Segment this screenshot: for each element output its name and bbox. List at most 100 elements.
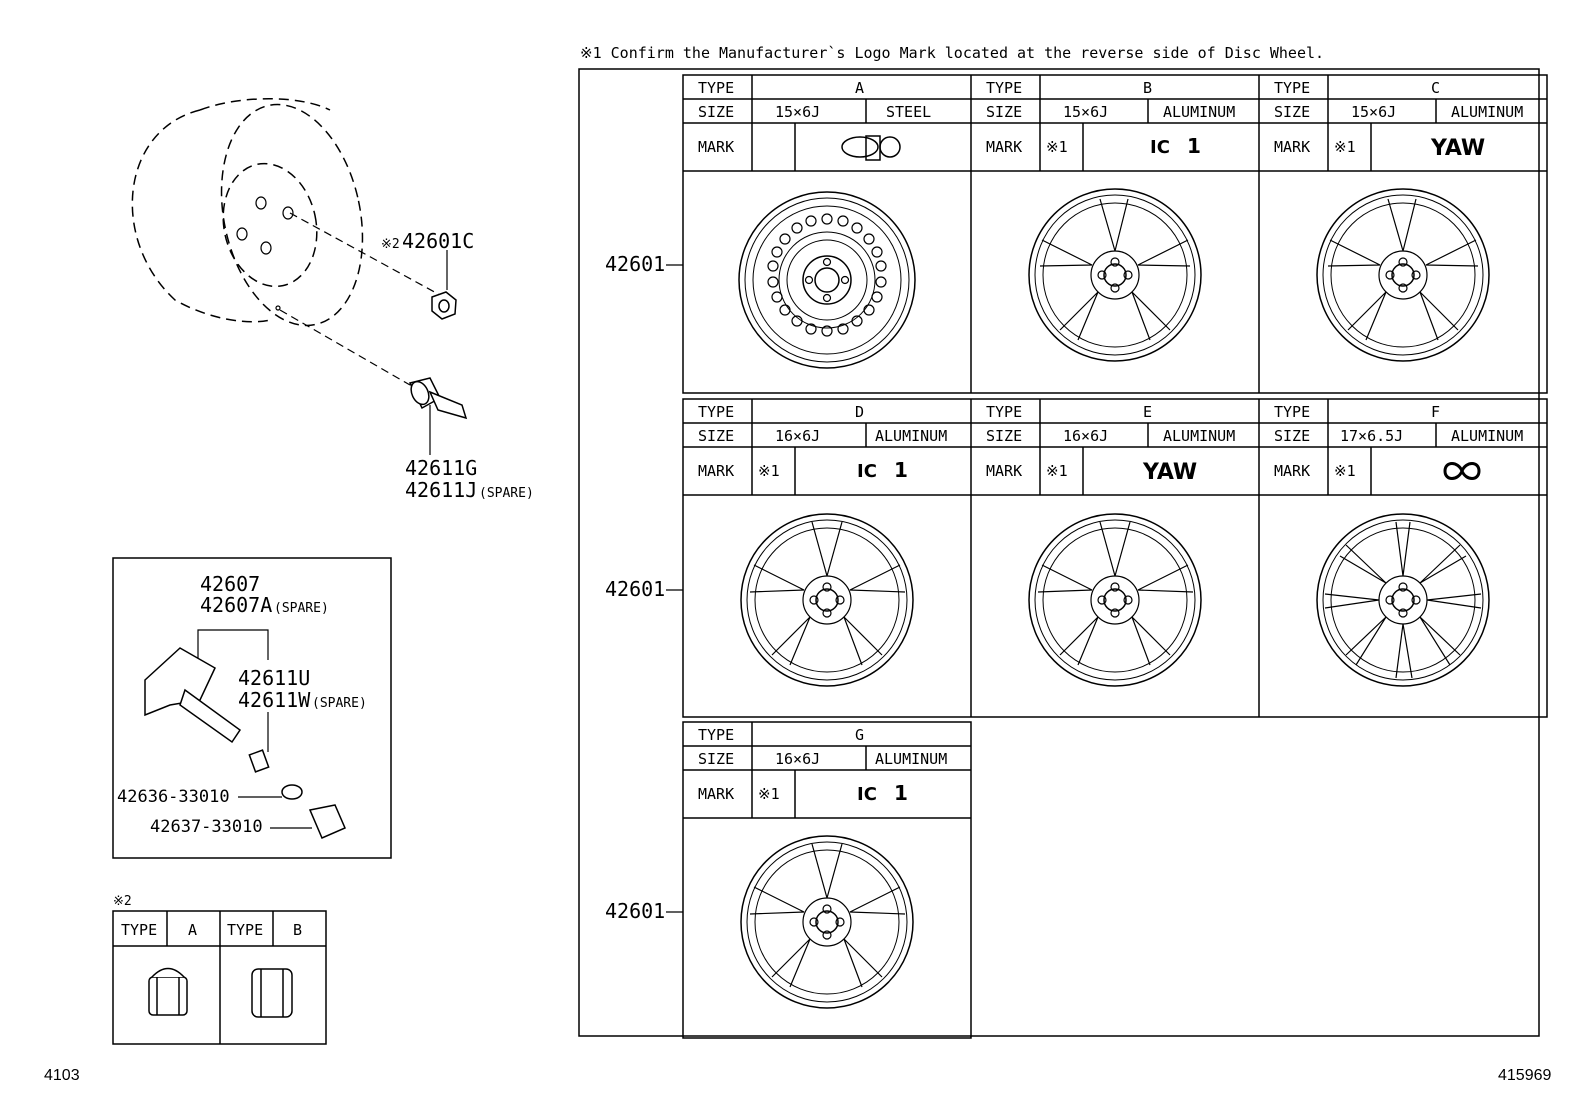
wheel-type-f: TYPE F SIZE 17×6.5J ALUMINUM MARK ※1 (1274, 403, 1523, 687)
svg-text:MARK: MARK (986, 462, 1022, 480)
svg-text:TYPE: TYPE (1274, 403, 1310, 421)
wheel-frame (578, 68, 1540, 1037)
nut-type-table (112, 910, 327, 1045)
type-c: C (1431, 79, 1440, 97)
valve-stem-drawing (408, 377, 468, 420)
yaw-mark: YAW (1430, 136, 1485, 161)
svg-text:15×6J: 15×6J (1063, 103, 1108, 121)
valve-leader (279, 309, 411, 386)
svg-text:SIZE: SIZE (986, 103, 1022, 121)
steel-logo-icon (841, 135, 901, 161)
svg-text:16×6J: 16×6J (775, 750, 820, 768)
svg-text:TYPE: TYPE (698, 726, 734, 744)
svg-text:SIZE: SIZE (1274, 427, 1310, 445)
type-f: F (1431, 403, 1440, 421)
svg-text:1: 1 (894, 458, 908, 482)
spare-label: (SPARE) (312, 696, 367, 711)
svg-text:SIZE: SIZE (986, 427, 1022, 445)
svg-text:SIZE: SIZE (698, 427, 734, 445)
hub-nut-drawing (431, 291, 457, 320)
part-42601C: 42601C (402, 229, 474, 253)
svg-text:ALUMINUM: ALUMINUM (875, 427, 947, 445)
type-b: B (1143, 79, 1152, 97)
wheel-type-b: TYPE B SIZE 15×6J ALUMINUM MARK ※1 IC 1 (986, 79, 1235, 362)
spare-label: (SPARE) (274, 601, 329, 616)
part-42636-33010: 42636-33010 (117, 787, 230, 807)
wheel-type-f-spokes (1324, 521, 1482, 679)
svg-text:TYPE: TYPE (986, 79, 1022, 97)
nut-leader (289, 212, 441, 296)
ic-logo-icon: IC (1150, 137, 1170, 158)
svg-text:TYPE: TYPE (698, 79, 734, 97)
tpms-box (112, 557, 392, 859)
svg-text:ALUMINUM: ALUMINUM (1163, 103, 1235, 121)
wheel-type-g-spokes (749, 843, 906, 988)
part-42611G: 42611G (405, 456, 477, 480)
part-42611J: 42611J (405, 478, 477, 502)
loop-logo-icon (1443, 462, 1481, 480)
svg-text:16×6J: 16×6J (1063, 427, 1108, 445)
footer-left-code: 4103 (44, 1067, 80, 1084)
svg-text:16×6J: 16×6J (775, 427, 820, 445)
wheel-type-c-spokes (1327, 198, 1479, 341)
ic-logo-icon: IC (857, 784, 877, 805)
note-logo-mark: ※1 Confirm the Manufacturer`s Logo Mark … (580, 44, 1324, 62)
svg-text:MARK: MARK (1274, 462, 1310, 480)
type-g: G (855, 726, 864, 744)
nut-type-label: TYPE (227, 921, 263, 939)
part-42607: 42607 (200, 572, 260, 596)
footer-right-code: 415969 (1498, 1067, 1551, 1084)
part-42637-33010: 42637-33010 (150, 817, 263, 837)
svg-text:MARK: MARK (698, 785, 734, 803)
svg-text:ALUMINUM: ALUMINUM (1163, 427, 1235, 445)
type-e: E (1143, 403, 1152, 421)
nut-type-a-drawing (148, 967, 188, 1016)
yaw-mark: YAW (1142, 460, 1197, 485)
svg-text:※1: ※1 (758, 785, 780, 803)
type-a: A (855, 79, 864, 97)
svg-text:17×6.5J: 17×6.5J (1340, 427, 1403, 445)
svg-text:SIZE: SIZE (1274, 103, 1310, 121)
svg-text:ALUMINUM: ALUMINUM (1451, 427, 1523, 445)
nut-type-b-drawing (251, 968, 293, 1018)
row-part-42601-3: 42601 (605, 899, 665, 923)
row-part-42601-2: 42601 (605, 577, 665, 601)
nut-type-b: B (293, 921, 302, 939)
part-42611U: 42611U (238, 666, 310, 690)
svg-text:MARK: MARK (1274, 138, 1310, 156)
svg-text:MARK: MARK (698, 138, 734, 156)
svg-text:SIZE: SIZE (698, 103, 734, 121)
nut-type-label: TYPE (121, 921, 157, 939)
svg-text:MARK: MARK (986, 138, 1022, 156)
wheel-type-d-spokes (749, 521, 906, 666)
wheel-type-c: TYPE C SIZE 15×6J ALUMINUM MARK ※1 YAW (1274, 79, 1523, 362)
wheel-type-b-spokes (1039, 198, 1191, 341)
svg-text:TYPE: TYPE (986, 403, 1022, 421)
svg-text:SIZE: SIZE (698, 750, 734, 768)
svg-text:MARK: MARK (698, 462, 734, 480)
svg-text:※1: ※1 (1046, 138, 1068, 156)
svg-text:ALUMINUM: ALUMINUM (875, 750, 947, 768)
svg-text:※1: ※1 (1046, 462, 1068, 480)
wheel-type-g: TYPE G SIZE 16×6J ALUMINUM MARK ※1 IC 1 (698, 726, 947, 1009)
svg-text:※1: ※1 (758, 462, 780, 480)
part-42611W: 42611W (238, 688, 311, 712)
spare-label: (SPARE) (479, 486, 534, 501)
tpms-sensor-drawing (144, 647, 346, 839)
svg-text:15×6J: 15×6J (775, 103, 820, 121)
part-42607A: 42607A (200, 593, 272, 617)
svg-text:15×6J: 15×6J (1351, 103, 1396, 121)
row-part-42601-1: 42601 (605, 252, 665, 276)
nut-type-a: A (188, 921, 197, 939)
wheel-hub-holes (236, 196, 294, 311)
wheel-type-d: TYPE D SIZE 16×6J ALUMINUM MARK ※1 IC 1 (698, 403, 947, 687)
wheel-assembly-drawing (131, 98, 364, 327)
svg-text:STEEL: STEEL (886, 103, 931, 121)
svg-text:※1: ※1 (1334, 138, 1356, 156)
svg-text:1: 1 (894, 781, 908, 805)
svg-text:1: 1 (1187, 134, 1201, 158)
ic-logo-icon: IC (857, 461, 877, 482)
wheel-table-grid (682, 74, 1548, 1039)
svg-text:TYPE: TYPE (698, 403, 734, 421)
